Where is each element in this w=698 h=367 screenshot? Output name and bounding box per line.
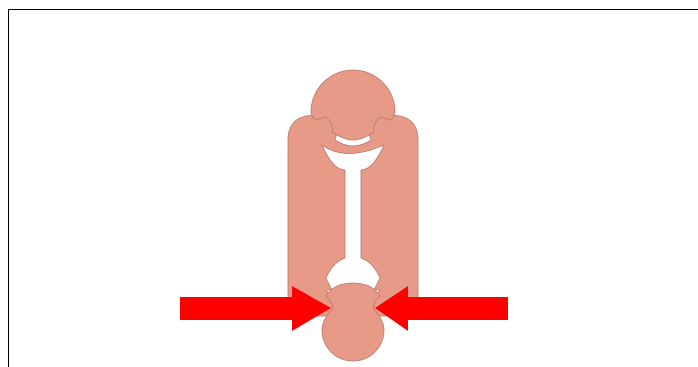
left-arrow bbox=[180, 286, 331, 331]
top-circle bbox=[310, 69, 396, 141]
bottom-circle bbox=[321, 282, 385, 362]
right-arrow bbox=[375, 286, 508, 331]
